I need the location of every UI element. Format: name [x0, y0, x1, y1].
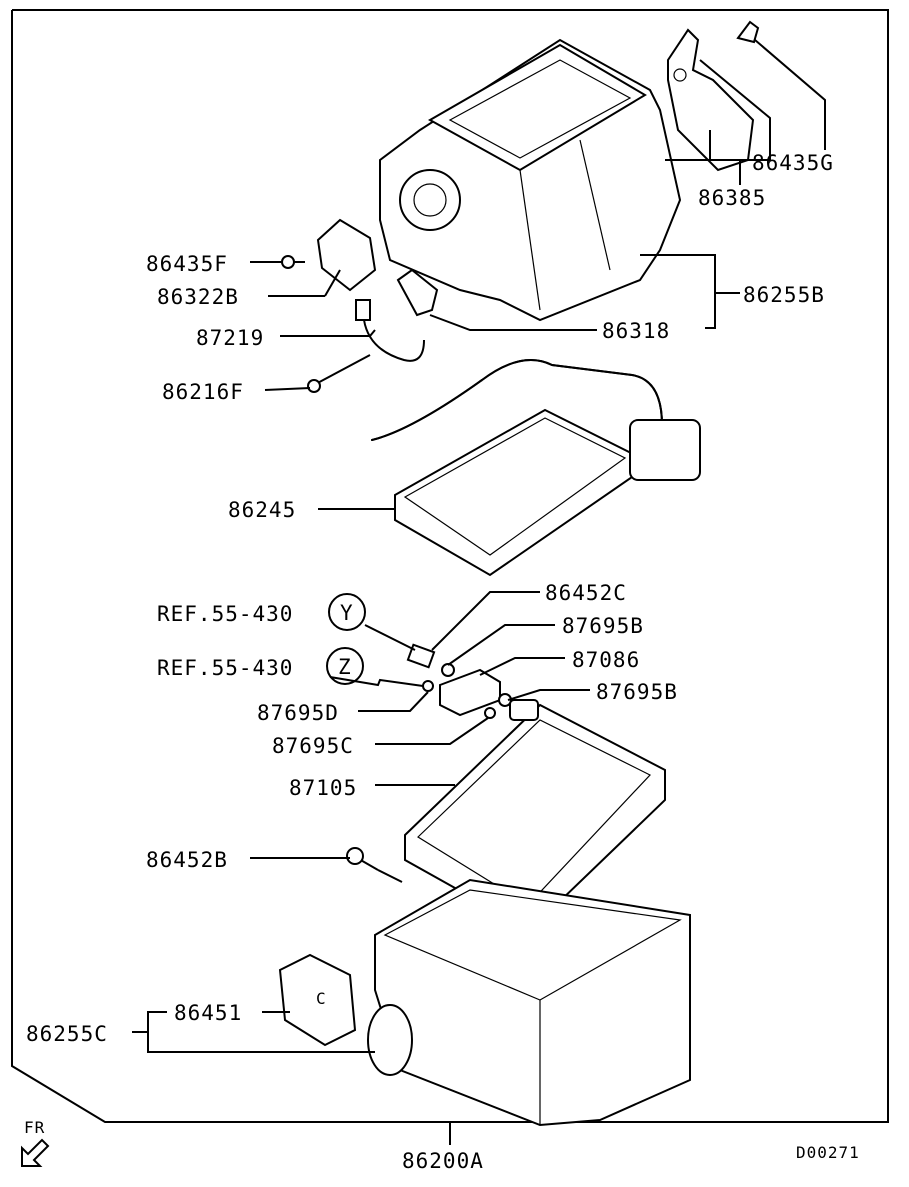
label-86255C[interactable]: 86255C	[26, 1022, 108, 1046]
label-86452C[interactable]: 86452C	[545, 581, 627, 605]
label-86255B[interactable]: 86255B	[743, 283, 825, 307]
ref-label-y[interactable]: REF.55-430	[157, 602, 293, 626]
label-87105[interactable]: 87105	[289, 776, 357, 800]
label-86318[interactable]: 86318	[602, 319, 670, 343]
label-86216F[interactable]: 86216F	[162, 380, 244, 404]
frame-border	[11, 9, 889, 1123]
heater-core-drawing	[371, 359, 701, 577]
diagram-code: D00271	[796, 1143, 860, 1162]
label-86385[interactable]: 86385	[698, 186, 766, 210]
bolt-86452B-drawing	[346, 847, 379, 871]
label-87695D[interactable]: 87695D	[257, 701, 339, 725]
ref-marker-z	[326, 647, 364, 685]
front-direction-label: FR	[24, 1118, 45, 1137]
label-87695C[interactable]: 87695C	[272, 734, 354, 758]
ref-marker-y	[328, 593, 366, 631]
label-87219[interactable]: 87219	[196, 326, 264, 350]
ref-marker-y-label: Y	[340, 601, 354, 625]
filter-86451-drawing: C	[278, 953, 357, 1047]
label-87695B-lower[interactable]: 87695B	[596, 680, 678, 704]
label-86435G[interactable]: 86435G	[752, 151, 834, 175]
lower-case-drawing	[367, 878, 691, 1127]
label-86451[interactable]: 86451	[174, 1001, 242, 1025]
filter-marker-c: C	[316, 989, 327, 1008]
label-87086[interactable]: 87086	[572, 648, 640, 672]
upper-housing-drawing	[316, 38, 682, 322]
label-86322B[interactable]: 86322B	[157, 285, 239, 309]
ref-marker-z-label: Z	[338, 655, 352, 679]
label-86200A[interactable]: 86200A	[402, 1149, 484, 1173]
label-86245[interactable]: 86245	[228, 498, 296, 522]
evaporator-drawing	[404, 699, 666, 932]
bracket-drawing	[667, 20, 760, 172]
screw-86435F-drawing	[281, 255, 305, 269]
leader-lines	[132, 39, 826, 1145]
ref-label-z[interactable]: REF.55-430	[157, 656, 293, 680]
sensor-86216F-drawing	[307, 354, 371, 393]
front-arrow-icon	[21, 1138, 50, 1167]
label-87695B-upper[interactable]: 87695B	[562, 614, 644, 638]
label-86435F[interactable]: 86435F	[146, 252, 228, 276]
label-86452B[interactable]: 86452B	[146, 848, 228, 872]
expansion-valve-drawing	[406, 643, 512, 719]
